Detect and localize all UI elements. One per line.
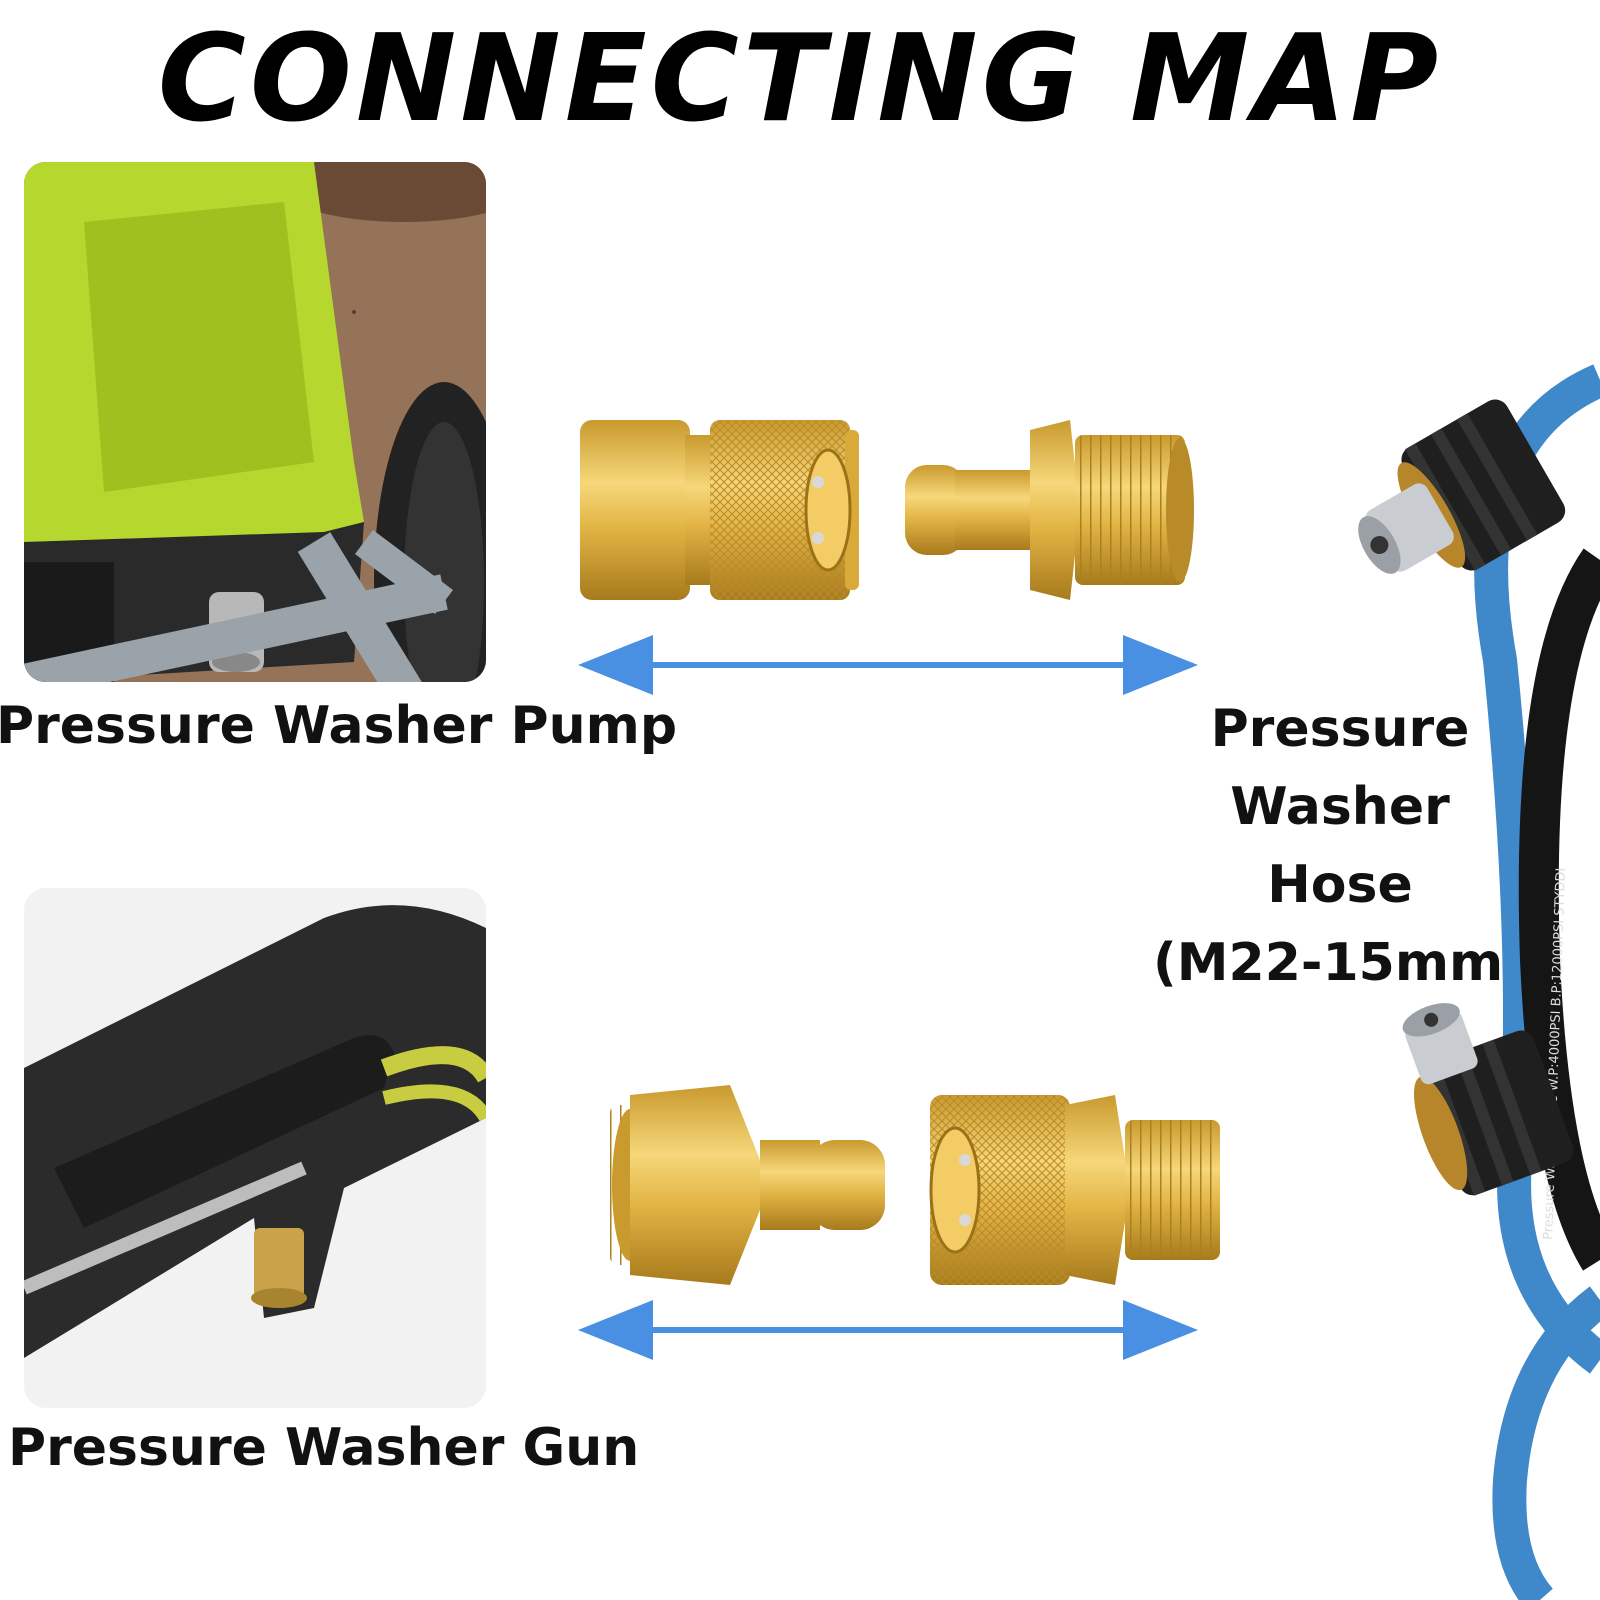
hose-bottom-fitting [1402,1003,1574,1196]
bottom-coupler-pair [610,1085,1220,1285]
page-title: CONNECTING MAP [157,10,1443,149]
bottom-double-arrow [578,1300,1198,1360]
hose-label-line-2: Washer [1230,777,1450,837]
hose-label-line-1: Pressure [1210,699,1470,759]
pressure-washer-gun-photo [24,888,486,1408]
pump-label: Pressure Washer Pump [0,696,678,756]
top-double-arrow [578,635,1198,695]
pressure-washer-pump-photo [24,162,486,682]
gun-label: Pressure Washer Gun [8,1418,640,1478]
top-coupler-pair [580,420,1194,600]
hose-label: Pressure Washer Hose (M22-15mm) [1150,690,1530,1002]
hose-top-fitting [1358,399,1566,574]
hose-label-line-3: Hose [1267,855,1413,915]
female-quick-connect-socket [580,420,859,600]
hose-label-line-4: (M22-15mm) [1153,933,1527,993]
pressure-washer-hose-image: Pressure Washer Hose W.P:4000PSI B.P:120… [1358,364,1600,1600]
female-socket-to-male-m22 [929,1095,1220,1285]
female-m22-to-male-plug [610,1085,885,1285]
male-plug-m22-adapter [905,420,1194,600]
